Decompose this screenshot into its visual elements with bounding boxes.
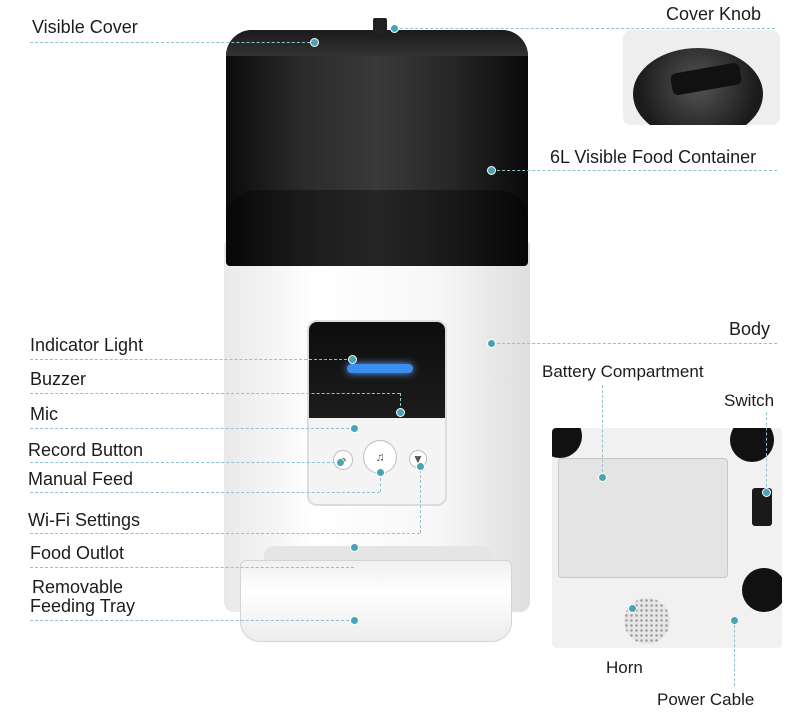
leader-wifi-drop xyxy=(420,470,421,533)
label-tray-line2: Feeding Tray xyxy=(30,596,136,616)
label-manual-feed: Manual Feed xyxy=(28,469,134,489)
leader-food-container xyxy=(492,170,777,171)
power-switch xyxy=(752,488,772,526)
hole xyxy=(730,428,774,462)
label-horn: Horn xyxy=(606,658,643,677)
cover-knob xyxy=(373,18,387,34)
leader-record xyxy=(30,462,340,463)
control-panel: ● ♫ ▼ xyxy=(307,320,447,506)
leader-wifi xyxy=(30,533,420,534)
label-visible-cover: Visible Cover xyxy=(32,17,138,37)
hole xyxy=(742,568,782,612)
container-shadow xyxy=(226,190,528,266)
label-cover-knob: Cover Knob xyxy=(666,4,762,24)
leader-buzzer-drop xyxy=(400,393,401,411)
leader-battery xyxy=(602,385,603,477)
label-battery-compartment: Battery Compartment xyxy=(542,362,704,381)
label-mic: Mic xyxy=(30,404,58,424)
visible-cover xyxy=(226,30,528,56)
marker-dot xyxy=(350,616,359,625)
marker-dot xyxy=(376,468,385,477)
marker-dot xyxy=(598,473,607,482)
label-indicator-light: Indicator Light xyxy=(30,335,144,355)
marker-dot xyxy=(487,339,496,348)
marker-dot xyxy=(730,616,739,625)
label-buzzer: Buzzer xyxy=(30,369,87,389)
label-power-cable: Power Cable xyxy=(657,690,755,709)
leader-tray xyxy=(30,620,354,621)
leader-switch xyxy=(766,412,767,492)
marker-dot xyxy=(310,38,319,47)
marker-dot xyxy=(350,424,359,433)
leader-cover-knob xyxy=(395,28,775,29)
label-wifi-settings: Wi-Fi Settings xyxy=(28,510,141,530)
label-food-container: 6L Visible Food Container xyxy=(550,147,757,167)
hole xyxy=(552,428,582,458)
food-container xyxy=(226,30,528,266)
label-body: Body xyxy=(729,319,771,339)
leader-food-outlet xyxy=(30,567,354,568)
leader-indicator-light xyxy=(30,359,352,360)
marker-dot xyxy=(628,604,637,613)
battery-inset xyxy=(552,428,782,648)
marker-dot xyxy=(348,355,357,364)
label-tray-line1: Removable xyxy=(32,577,124,597)
label-food-outlet: Food Outlot xyxy=(30,543,125,563)
marker-dot xyxy=(487,166,496,175)
leader-buzzer xyxy=(30,393,400,394)
panel-screen xyxy=(309,322,445,418)
marker-dot xyxy=(336,458,345,467)
leader-manual-feed xyxy=(30,492,380,493)
label-record-button: Record Button xyxy=(28,440,144,460)
indicator-light xyxy=(347,364,413,373)
battery-bay xyxy=(558,458,728,578)
leader-mic xyxy=(30,428,354,429)
cover-knob-inset xyxy=(623,30,780,125)
marker-dot xyxy=(762,488,771,497)
leader-power-cable xyxy=(734,620,735,686)
marker-dot xyxy=(350,543,359,552)
leader-manual-feed-drop xyxy=(380,478,381,492)
marker-dot xyxy=(396,408,405,417)
leader-visible-cover xyxy=(30,42,315,43)
feeding-tray xyxy=(240,560,512,642)
leader-body xyxy=(492,343,777,344)
marker-dot xyxy=(390,24,399,33)
label-switch: Switch xyxy=(724,391,775,410)
marker-dot xyxy=(416,462,425,471)
